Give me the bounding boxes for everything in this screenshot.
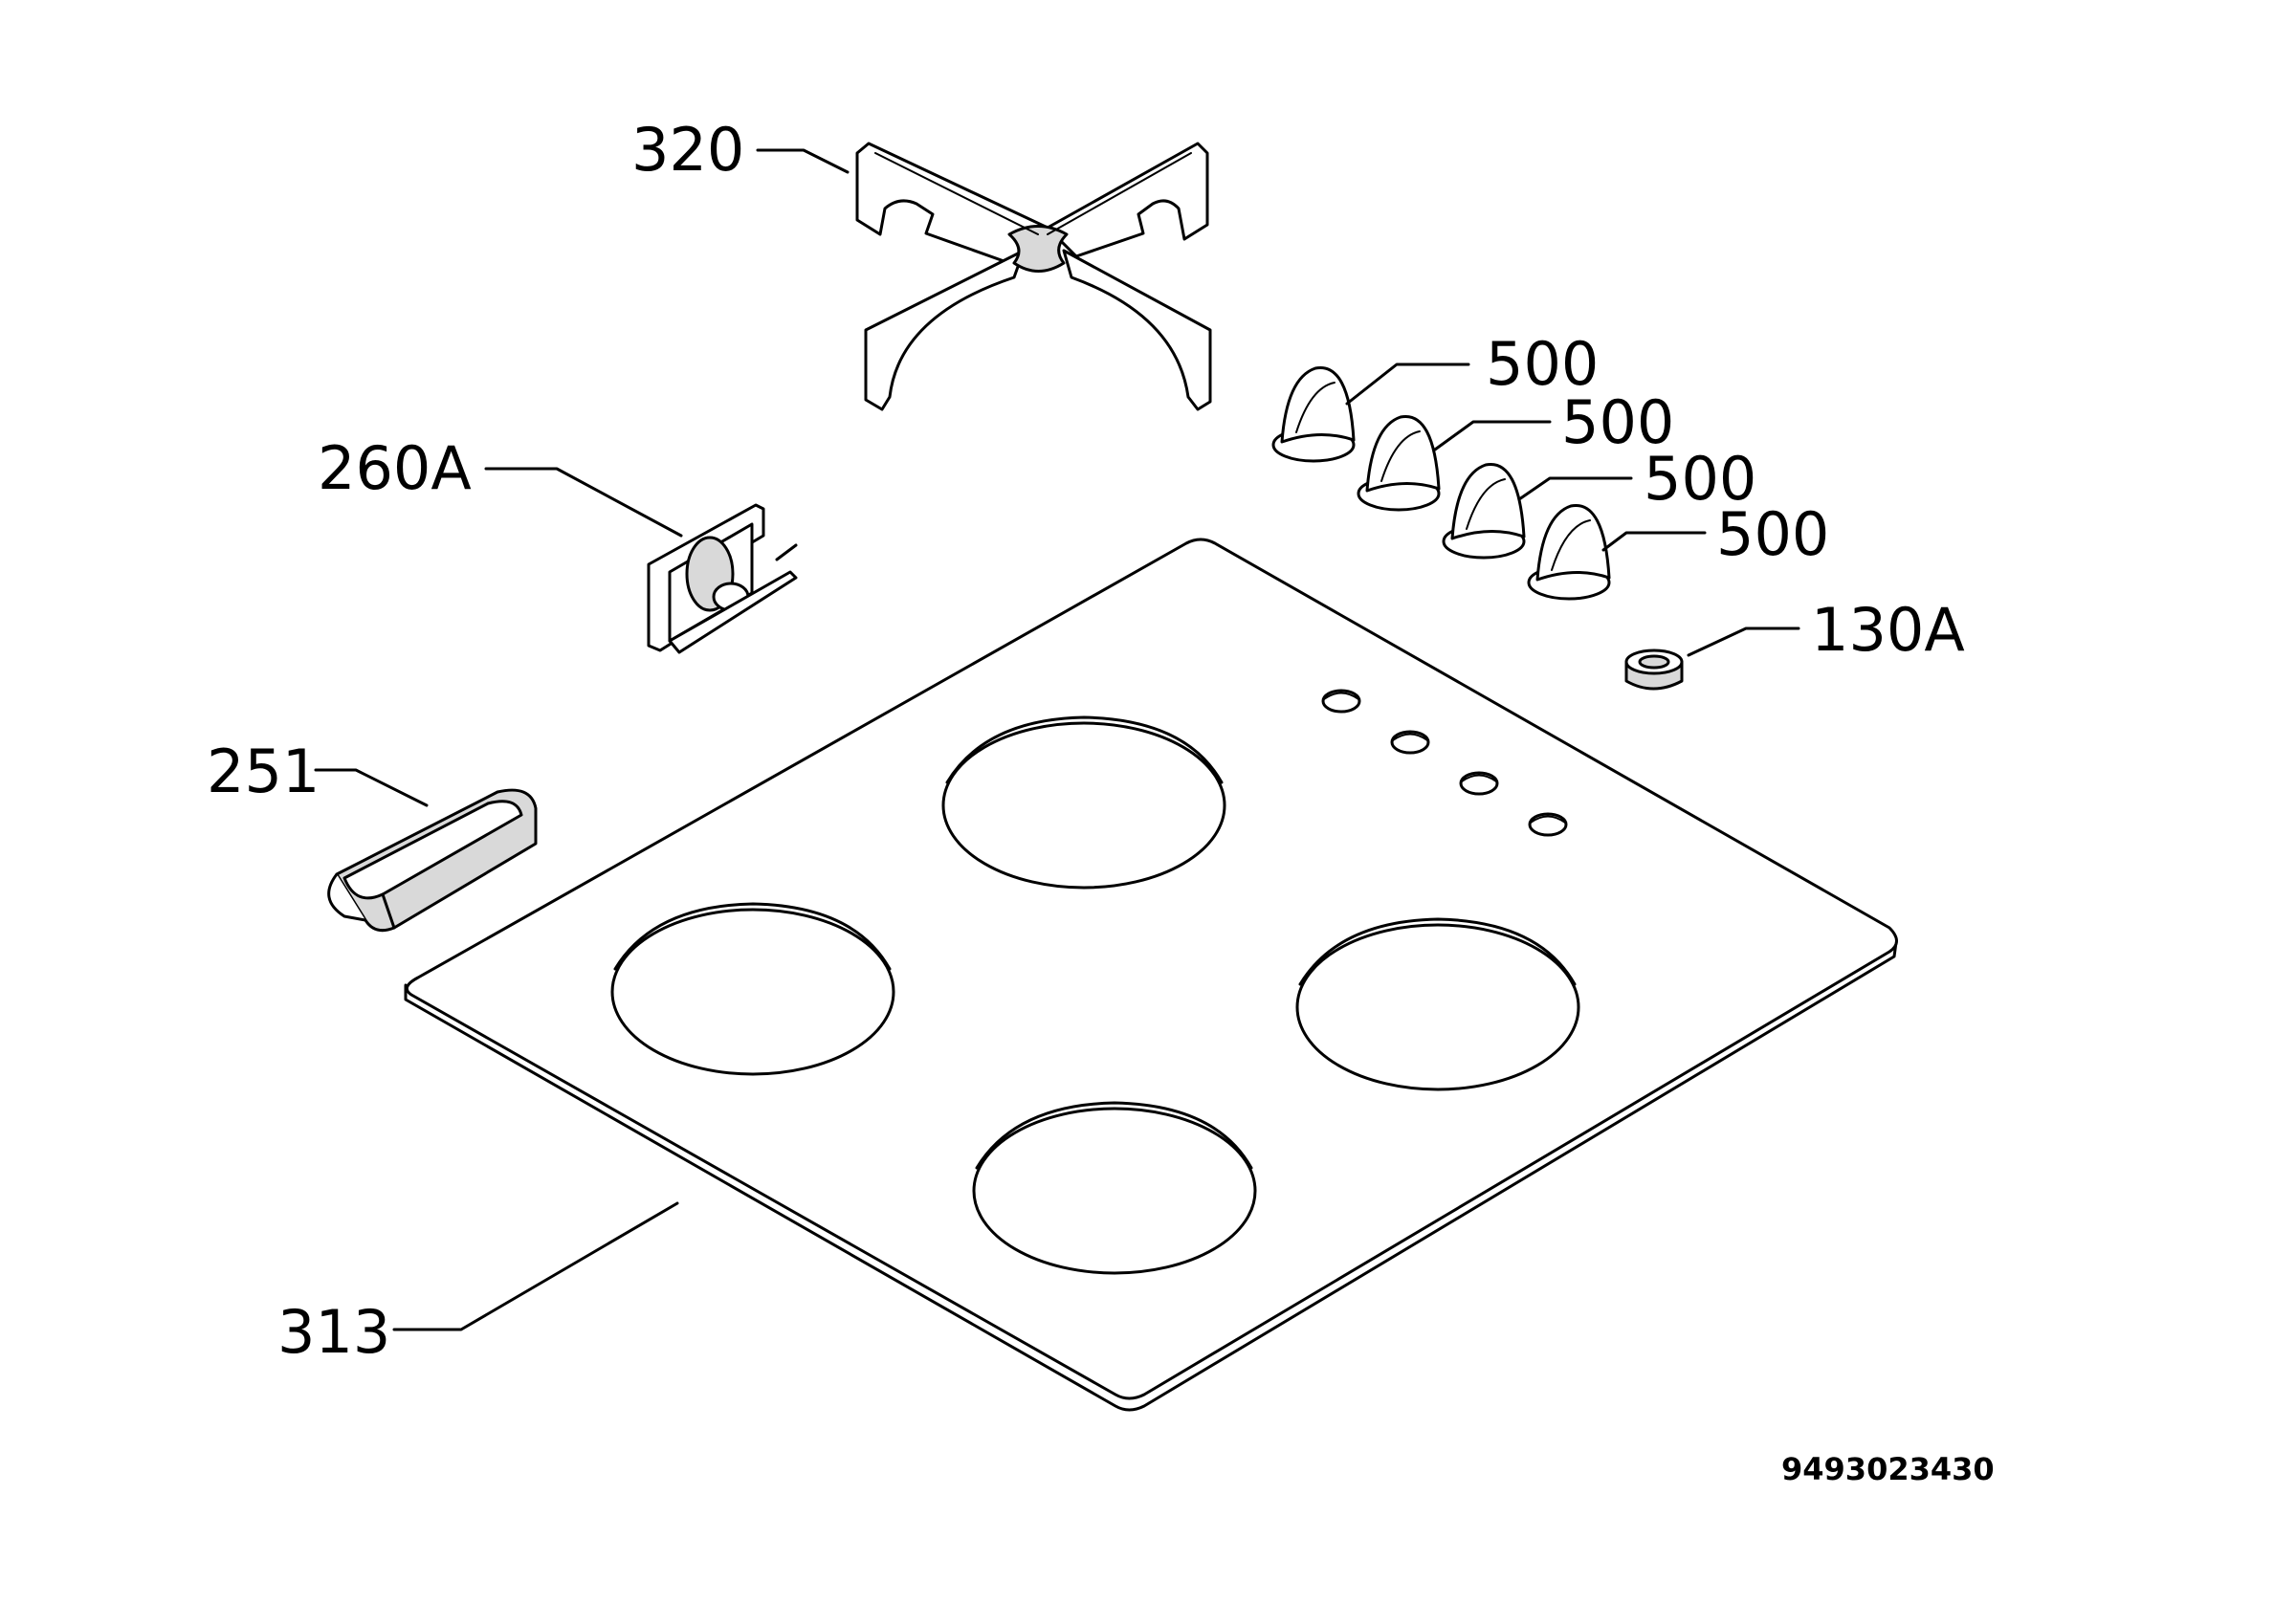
callout-313: 313 <box>277 1297 390 1367</box>
callout-320: 320 <box>631 115 744 185</box>
leader-251 <box>314 768 429 807</box>
diagram-reference-number: 9493023430 <box>1781 1451 1995 1487</box>
callout-500-3: 500 <box>1644 444 1756 514</box>
bracket-icon <box>647 503 798 654</box>
leader-500-3 <box>1517 476 1633 501</box>
hob-glass-top-icon <box>404 538 1898 1412</box>
knob-holes <box>1321 689 1568 837</box>
burner-cutout-back <box>941 715 1226 890</box>
burner-cutout-left <box>610 902 895 1076</box>
callout-500-2: 500 <box>1561 387 1674 457</box>
leader-500-2 <box>1433 420 1552 451</box>
callout-260a: 260A <box>318 433 472 503</box>
leader-130a <box>1687 627 1800 657</box>
burner-cutout-front <box>972 1101 1257 1275</box>
leader-lines <box>314 148 1800 1331</box>
control-knob-4 <box>1527 503 1611 601</box>
callout-labels: 320 260A 251 500 500 500 500 130A 313 94… <box>207 115 1995 1487</box>
pan-support-grid-icon <box>855 142 1212 411</box>
leader-260a <box>484 467 683 538</box>
callout-500-4: 500 <box>1716 499 1829 569</box>
control-knob-2 <box>1357 414 1441 512</box>
leader-320 <box>756 148 850 174</box>
callout-251: 251 <box>207 737 320 806</box>
leader-500-1 <box>1345 363 1470 406</box>
grommet-icon <box>1624 649 1684 691</box>
callout-130a: 130A <box>1811 595 1965 665</box>
leader-313 <box>392 1201 679 1331</box>
callout-500-1: 500 <box>1486 329 1599 399</box>
control-knob-3 <box>1442 462 1526 560</box>
burner-cutout-right <box>1295 917 1580 1091</box>
hinge-clip-icon <box>327 788 538 933</box>
leader-500-4 <box>1601 531 1707 552</box>
control-knob-1 <box>1271 365 1356 463</box>
